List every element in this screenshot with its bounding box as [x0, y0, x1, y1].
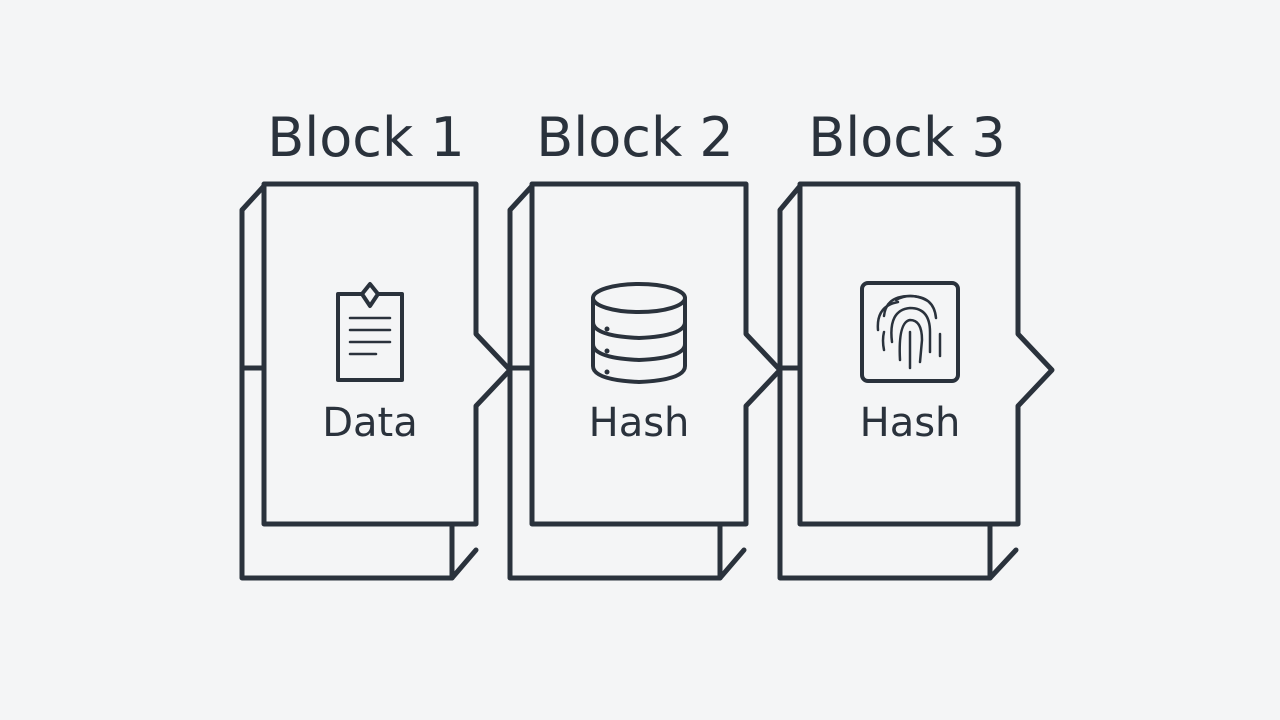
block-3: Block 3 Hash	[777, 106, 1055, 581]
document-icon	[336, 282, 404, 382]
block-2-front-face	[529, 181, 783, 527]
block-1-title: Block 1	[267, 106, 465, 169]
block-3-label: Hash	[860, 400, 961, 446]
block-1-back-panel	[239, 183, 479, 581]
block-2-title: Block 2	[536, 106, 734, 169]
block-2-label: Hash	[589, 400, 690, 446]
block-2-back-panel	[507, 183, 747, 581]
database-icon	[591, 282, 687, 384]
block-2: Block 2 Hash	[507, 106, 783, 581]
block-3-back-panel	[777, 183, 1019, 581]
block-1: Block 1 Data	[239, 106, 513, 581]
block-1-label: Data	[322, 400, 418, 446]
block-3-front-face	[797, 181, 1055, 527]
block-1-front-face	[261, 181, 513, 527]
fingerprint-icon	[860, 281, 960, 383]
block-3-title: Block 3	[808, 106, 1006, 169]
